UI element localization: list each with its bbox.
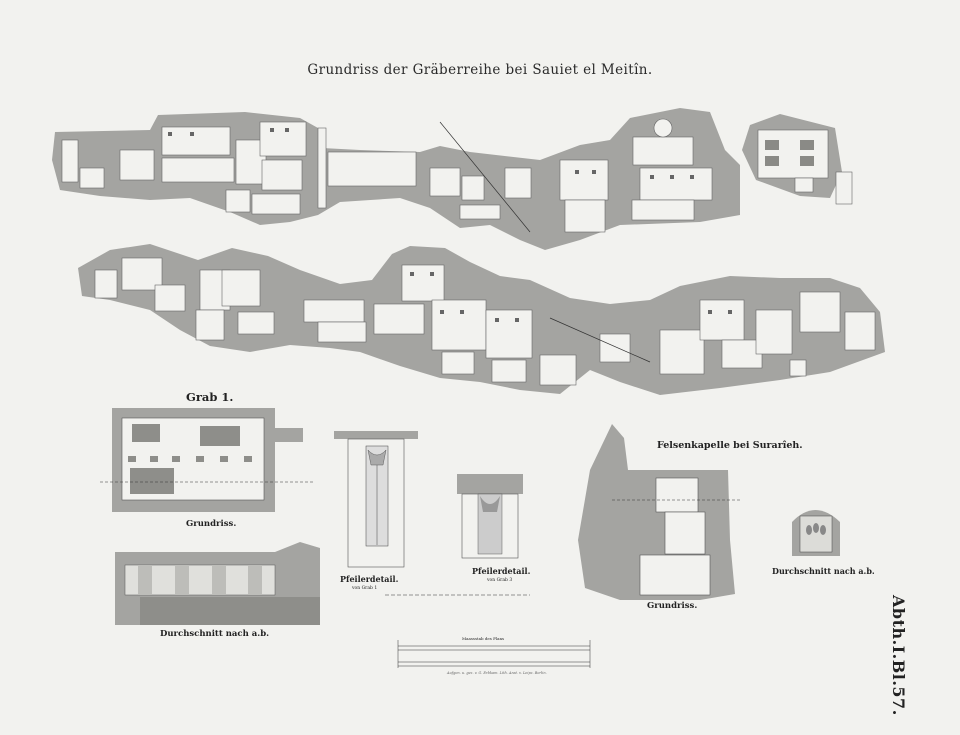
grab1-plan: [100, 408, 315, 512]
plate-number: Abth.I.Bl.57.: [889, 595, 908, 716]
pillar-detail-1-sub: von Grab 1: [352, 586, 378, 591]
grab1-grundriss-label: Grundriss.: [186, 519, 237, 529]
plate-title: Grundriss der Gräberreihe bei Sauiet el …: [307, 62, 653, 78]
tomb-row-lower: [78, 244, 885, 395]
grab1-section: [115, 542, 320, 625]
felsenkapelle-title: Felsenkapelle bei Surarîeh.: [657, 440, 803, 451]
tomb-isolated: [742, 114, 853, 205]
grab1-title: Grab 1.: [186, 390, 234, 404]
pillar-detail-2-sub: von Grab 3: [487, 578, 513, 583]
scale-bars: [397, 640, 591, 668]
felsenkapelle-section: [792, 510, 840, 556]
pillar-detail-1-label: Pfeilerdetail.: [340, 574, 399, 584]
credit-line: Aufgen. u. gez. v. G. Erbkam. Lith. Anst…: [447, 671, 547, 675]
tomb-row-upper: [52, 108, 740, 250]
grab1-section-label: Durchschnitt nach a.b.: [160, 629, 270, 639]
pillar-detail-2: [457, 474, 523, 559]
felsenkapelle-section-label: Durchschnitt nach a.b.: [772, 566, 875, 576]
felsenkapelle-plan: [578, 424, 740, 600]
pillar-detail-2-label: Pfeilerdetail.: [472, 566, 531, 576]
pillar-detail-1: [334, 431, 418, 568]
felsenkapelle-grundriss-label: Grundriss.: [647, 601, 698, 611]
scale-label: Maassstab des Plans: [462, 636, 505, 641]
